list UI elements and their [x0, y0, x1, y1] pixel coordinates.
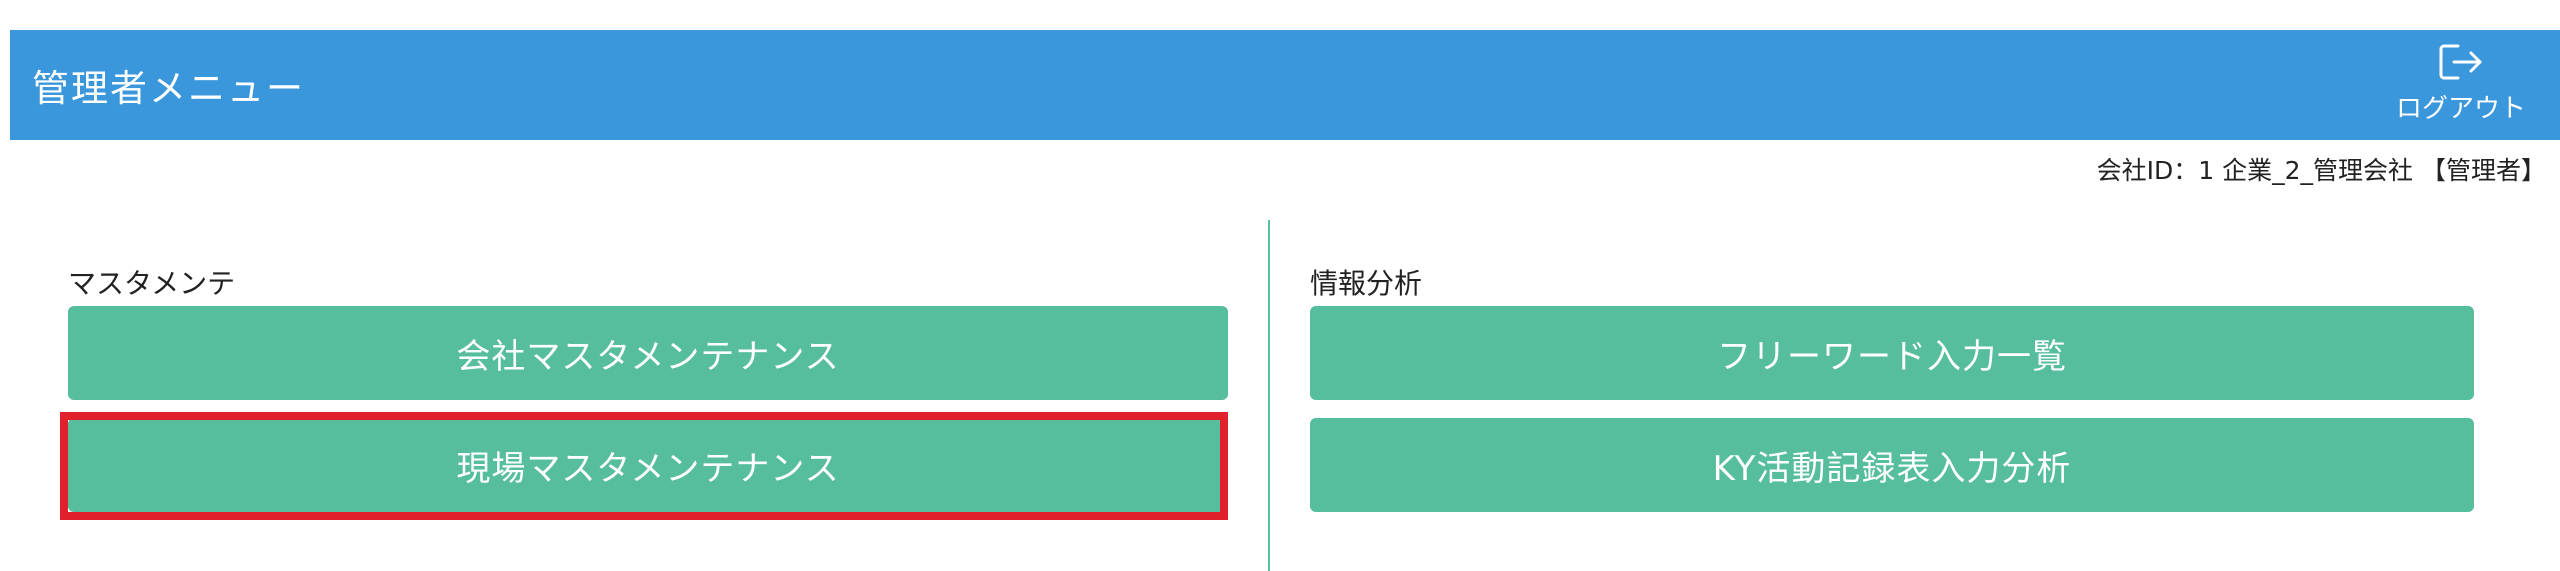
company-master-button[interactable]: 会社マスタメンテナンス — [68, 306, 1228, 400]
site-master-button[interactable]: 現場マスタメンテナンス — [68, 418, 1228, 512]
header-bar: 管理者メニュー ログアウト — [10, 30, 2560, 140]
logout-label: ログアウト — [2395, 94, 2526, 124]
company-info: 会社ID：1 企業_2_管理会社 【管理者】 — [2096, 156, 2546, 185]
ky-activity-analysis-button[interactable]: KY活動記録表入力分析 — [1310, 418, 2474, 512]
section-label-analysis: 情報分析 — [1310, 267, 1423, 300]
column-divider — [1268, 220, 1270, 571]
logout-button[interactable]: ログアウト — [2386, 42, 2536, 125]
free-word-list-button[interactable]: フリーワード入力一覧 — [1310, 306, 2474, 400]
page-title: 管理者メニュー — [32, 67, 305, 110]
logout-icon — [2439, 44, 2482, 80]
section-label-master: マスタメンテ — [68, 267, 236, 300]
